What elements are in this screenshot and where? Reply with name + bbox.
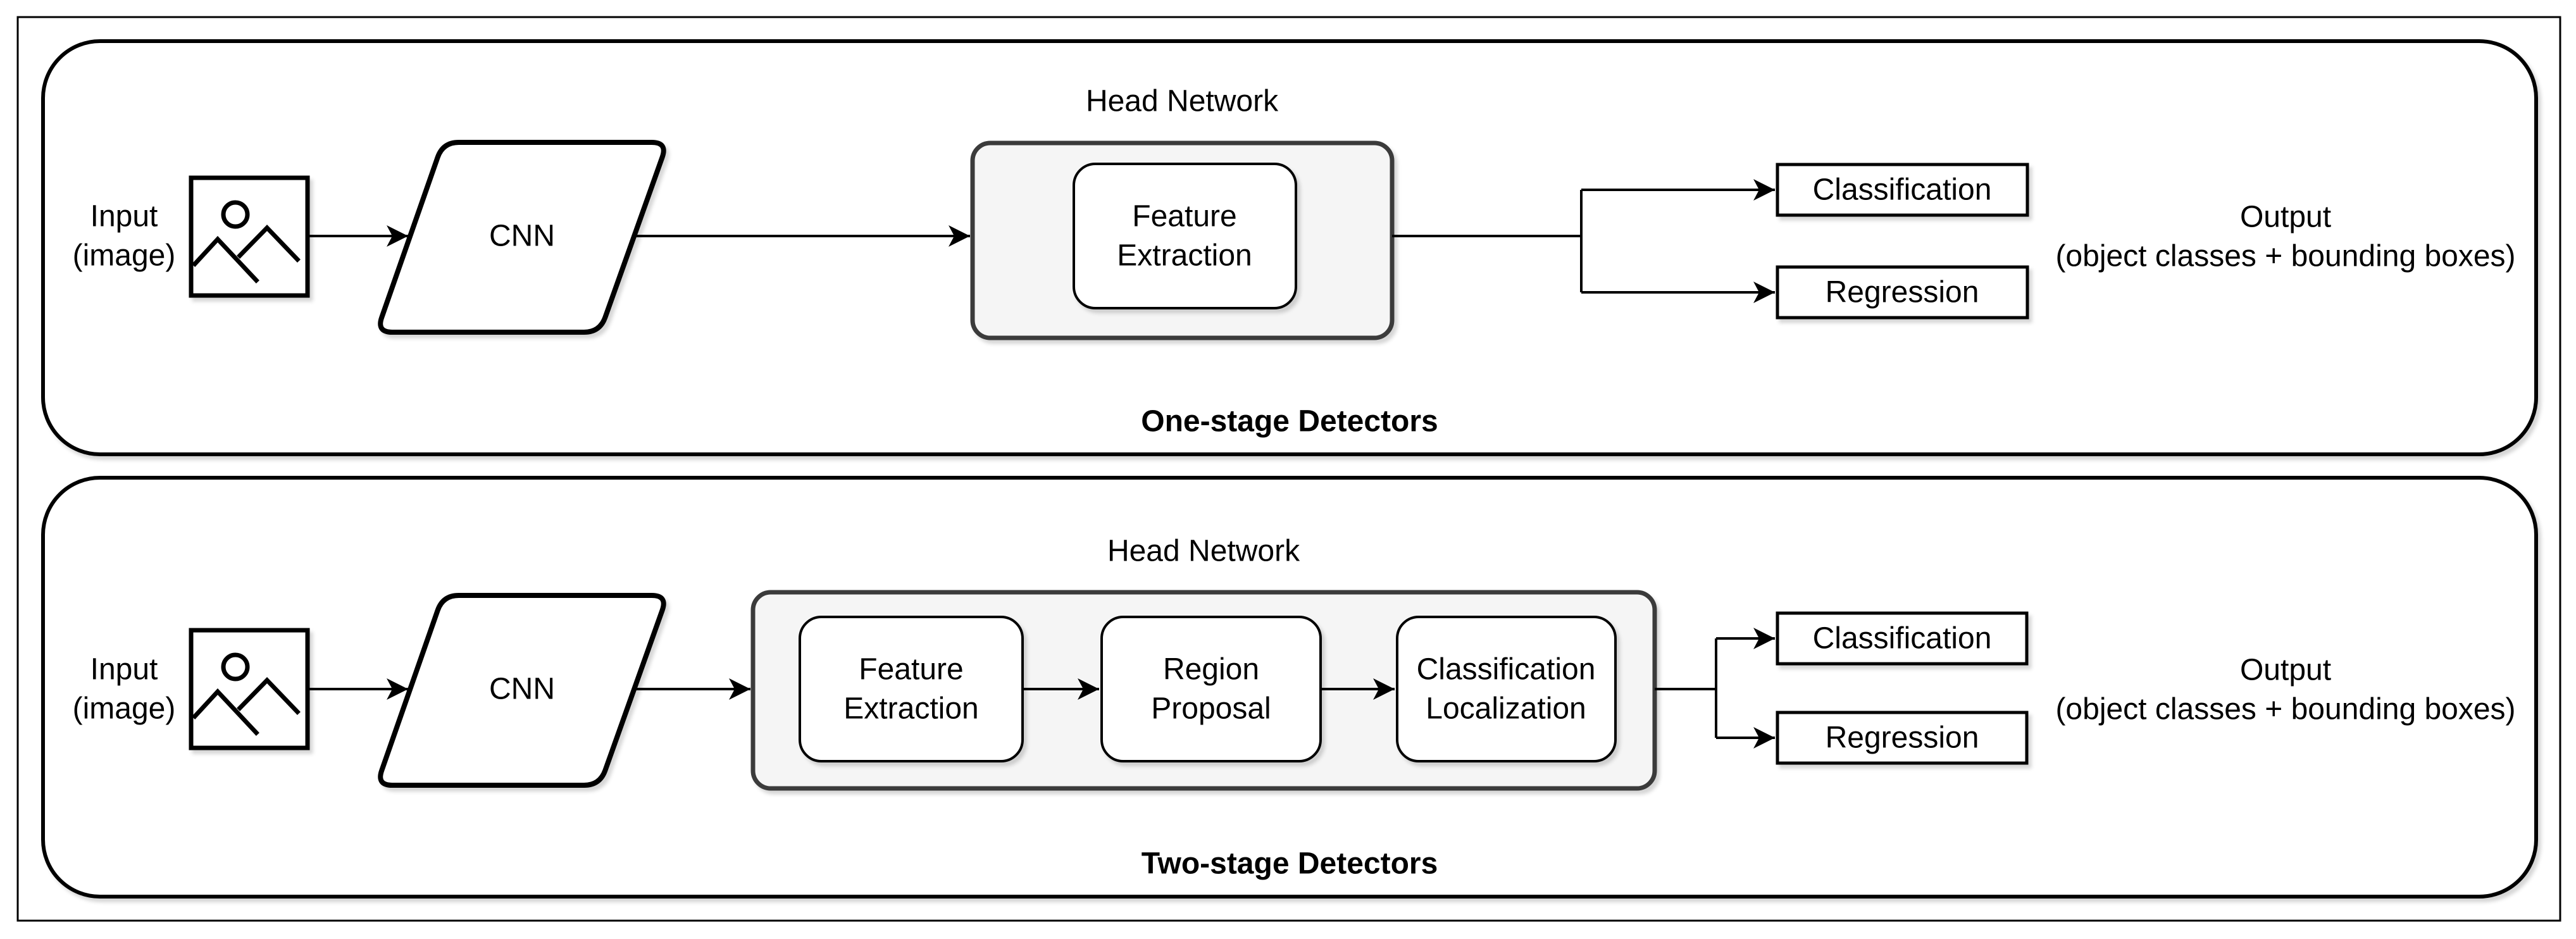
region-proposal-box xyxy=(1100,616,1322,762)
classification-localization-box xyxy=(1396,616,1617,762)
two-stage-panel: Input (image) CNN Head Network Feature E… xyxy=(41,476,2538,899)
classification-box xyxy=(1776,163,2029,217)
classification-box xyxy=(1776,611,2029,666)
regression-box xyxy=(1776,265,2029,320)
two-stage-caption: Two-stage Detectors xyxy=(1142,847,1438,881)
feature-extraction-label-line2: Extraction xyxy=(843,692,978,726)
regression-label: Regression xyxy=(1826,276,1979,309)
classification-localization-label-line2: Localization xyxy=(1426,692,1586,726)
feature-extraction-box xyxy=(799,616,1024,762)
region-proposal-label-line2: Proposal xyxy=(1151,692,1271,726)
feature-extraction-box xyxy=(1073,163,1297,309)
input-label-line2: (image) xyxy=(73,239,176,273)
region-proposal-label-line1: Region xyxy=(1163,653,1259,687)
input-label-line1: Input xyxy=(90,653,158,687)
one-stage-caption: One-stage Detectors xyxy=(1141,405,1438,438)
head-network-label: Head Network xyxy=(1107,535,1300,568)
cnn-shape xyxy=(378,593,666,788)
output-label-line1: Output xyxy=(2240,654,2331,687)
regression-label: Regression xyxy=(1826,721,1979,755)
image-icon xyxy=(189,628,310,750)
feature-extraction-label-line1: Feature xyxy=(1132,200,1236,233)
output-label-line2: (object classes + bounding boxes) xyxy=(2055,240,2515,273)
input-label-line2: (image) xyxy=(73,692,176,726)
cnn-shape xyxy=(378,140,666,335)
output-label-line1: Output xyxy=(2240,201,2331,234)
classification-label: Classification xyxy=(1813,622,1992,656)
image-icon xyxy=(189,175,310,298)
cnn-label: CNN xyxy=(489,673,555,706)
classification-label: Classification xyxy=(1813,173,1992,207)
feature-extraction-label-line1: Feature xyxy=(859,653,963,687)
input-label-line1: Input xyxy=(90,200,158,233)
classification-localization-label-line1: Classification xyxy=(1417,653,1596,687)
regression-box xyxy=(1776,711,2029,765)
output-label-line2: (object classes + bounding boxes) xyxy=(2055,693,2515,726)
cnn-label: CNN xyxy=(489,220,555,253)
feature-extraction-label-line2: Extraction xyxy=(1117,239,1252,273)
outer-border xyxy=(16,16,2561,922)
head-network-label: Head Network xyxy=(1086,85,1279,118)
one-stage-panel: Input (image) CNN Head Network Feature E… xyxy=(41,39,2538,456)
